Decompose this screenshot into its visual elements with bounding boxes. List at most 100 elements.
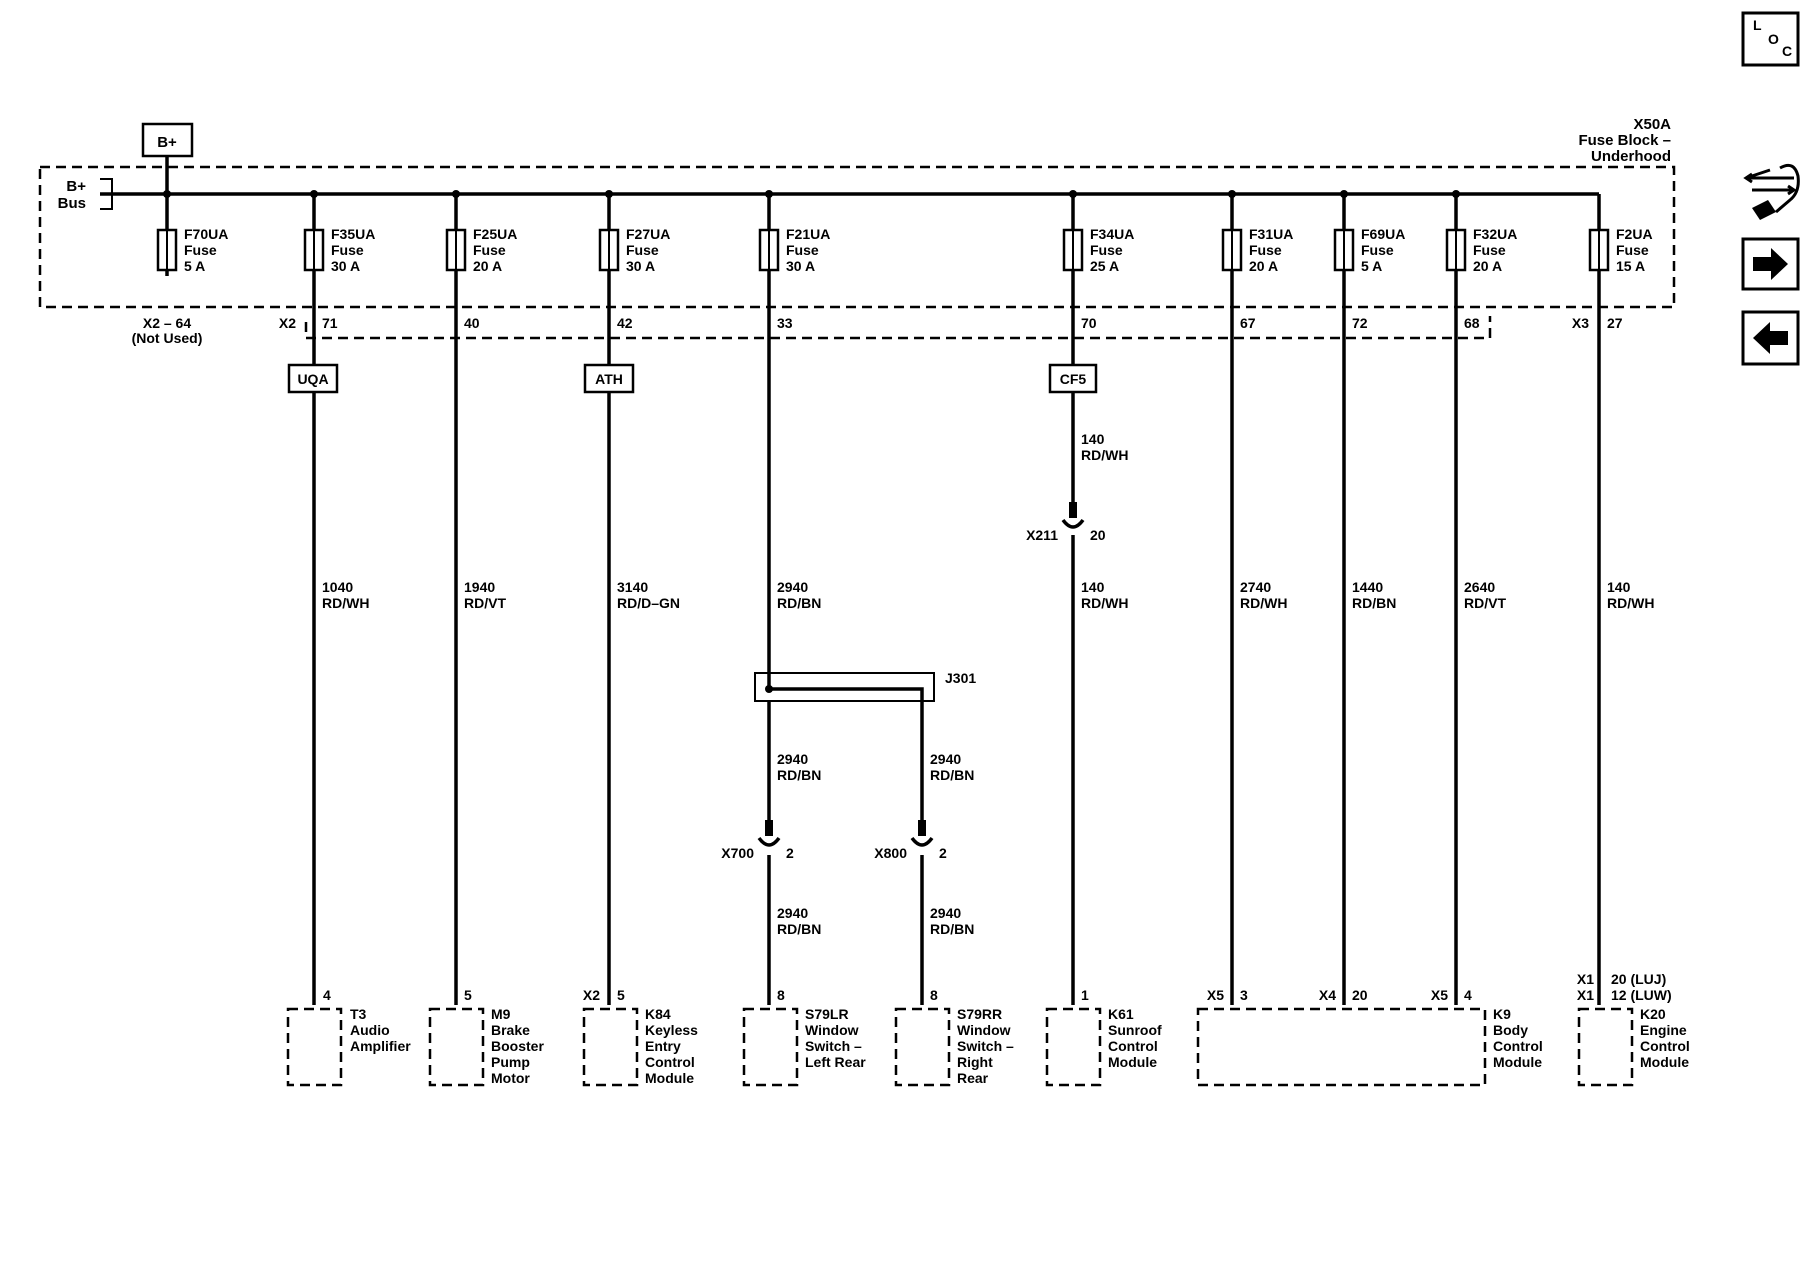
svg-text:25 A: 25 A (1090, 258, 1119, 274)
svg-text:42: 42 (617, 315, 633, 331)
component-k9-body-control-module: X5 3 X4 20 X5 4 K9 Body Control Module (1196, 987, 1543, 1087)
svg-text:2940: 2940 (930, 751, 961, 767)
svg-text:1940: 1940 (464, 579, 495, 595)
svg-text:5: 5 (617, 987, 625, 1003)
svg-text:Module: Module (1108, 1054, 1157, 1070)
svg-text:140: 140 (1607, 579, 1631, 595)
fuse-f70ua: F70UA Fuse 5 A X2 – 64 (Not Used) (132, 190, 228, 346)
wire-run-k9-x5-3: 2740 RD/WH (1230, 194, 1287, 1005)
wire-run-m9: 1940 RD/VT (454, 194, 506, 1005)
svg-text:X5: X5 (1431, 987, 1448, 1003)
splice-j301: J301 (754, 670, 976, 702)
fuse-f31ua: F31UA Fuse 20 A 67 (1221, 190, 1293, 331)
repair-tool-icon[interactable] (1743, 163, 1800, 220)
svg-text:S79RR: S79RR (957, 1006, 1002, 1022)
bus-label-line1: B+ (66, 178, 86, 195)
fuse-f2ua: F2UA Fuse 15 A X3 27 (1572, 226, 1653, 331)
arrow-right-icon[interactable] (1741, 237, 1800, 291)
svg-text:Fuse: Fuse (331, 242, 364, 258)
svg-text:2: 2 (939, 845, 947, 861)
svg-text:Rear: Rear (957, 1070, 989, 1086)
svg-text:Amplifier: Amplifier (350, 1038, 411, 1054)
svg-text:M9: M9 (491, 1006, 511, 1022)
svg-text:3140: 3140 (617, 579, 648, 595)
svg-text:Right: Right (957, 1054, 993, 1070)
svg-text:RD/WH: RD/WH (1607, 595, 1654, 611)
fuse-f35ua: F35UA Fuse 30 A X2 71 (279, 190, 375, 331)
svg-text:X2: X2 (279, 315, 296, 331)
svg-text:4: 4 (323, 987, 331, 1003)
svg-text:RD/WH: RD/WH (1240, 595, 1287, 611)
svg-text:S79LR: S79LR (805, 1006, 849, 1022)
component-k61-sunroof-control-module: 1 K61 Sunroof Control Module (1045, 987, 1162, 1087)
svg-text:20: 20 (1090, 527, 1106, 543)
svg-text:Fuse: Fuse (786, 242, 819, 258)
svg-text:8: 8 (930, 987, 938, 1003)
component-t3-audio-amplifier: 4 T3 Audio Amplifier (286, 987, 411, 1087)
svg-text:O: O (1768, 31, 1779, 47)
svg-text:33: 33 (777, 315, 793, 331)
svg-text:Switch –: Switch – (805, 1038, 862, 1054)
svg-text:Control: Control (645, 1054, 695, 1070)
inline-connector-x800: X800 2 (874, 820, 947, 861)
svg-text:1040: 1040 (322, 579, 353, 595)
svg-text:20: 20 (1352, 987, 1368, 1003)
svg-text:Sunroof: Sunroof (1108, 1022, 1162, 1038)
svg-text:RD/WH: RD/WH (1081, 447, 1128, 463)
svg-text:K61: K61 (1108, 1006, 1134, 1022)
loc-button[interactable]: L O C (1741, 11, 1800, 67)
svg-text:UQA: UQA (297, 371, 328, 387)
svg-text:Fuse: Fuse (1616, 242, 1649, 258)
svg-text:X800: X800 (874, 845, 907, 861)
fuse-block-name-line2: Underhood (1591, 148, 1671, 165)
fuse-block-id: X50A (1633, 116, 1671, 133)
svg-text:F27UA: F27UA (626, 226, 670, 242)
arrow-left-icon[interactable] (1741, 310, 1800, 366)
svg-text:4: 4 (1464, 987, 1472, 1003)
fuse-f21ua: F21UA Fuse 30 A 33 (758, 190, 830, 331)
svg-text:30 A: 30 A (626, 258, 655, 274)
svg-text:70: 70 (1081, 315, 1097, 331)
component-m9-brake-booster-pump-motor: 5 M9 Brake Booster Pump Motor (428, 987, 544, 1087)
svg-text:15 A: 15 A (1616, 258, 1645, 274)
svg-text:2940: 2940 (777, 905, 808, 921)
svg-text:J301: J301 (945, 670, 976, 686)
wire-run-k9-x4-20: 1440 RD/BN (1342, 194, 1396, 1005)
svg-text:RD/WH: RD/WH (322, 595, 369, 611)
svg-text:Pump: Pump (491, 1054, 530, 1070)
option-box-ath: ATH (583, 363, 635, 394)
svg-text:12 (LUW): 12 (LUW) (1611, 987, 1672, 1003)
svg-text:68: 68 (1464, 315, 1480, 331)
svg-text:K9: K9 (1493, 1006, 1511, 1022)
svg-text:X3: X3 (1572, 315, 1589, 331)
fuse-block-name-line1: Fuse Block – (1578, 132, 1671, 149)
svg-text:X4: X4 (1319, 987, 1336, 1003)
svg-text:Fuse: Fuse (1361, 242, 1394, 258)
svg-text:Window: Window (957, 1022, 1011, 1038)
svg-text:Control: Control (1108, 1038, 1158, 1054)
svg-text:5: 5 (464, 987, 472, 1003)
wire-run-k20: 140 RD/WH (1597, 194, 1654, 1005)
svg-text:72: 72 (1352, 315, 1368, 331)
wire-run-s79lr: 2940 RD/BN 2940 RD/BN (767, 701, 821, 1005)
svg-text:X5: X5 (1207, 987, 1224, 1003)
fuse-f27ua: F27UA Fuse 30 A 42 (598, 190, 670, 331)
svg-text:X211: X211 (1026, 527, 1058, 543)
svg-text:5 A: 5 A (1361, 258, 1382, 274)
svg-text:X2 – 64: X2 – 64 (143, 315, 191, 331)
svg-text:140: 140 (1081, 431, 1105, 447)
svg-text:RD/BN: RD/BN (777, 921, 821, 937)
fuse-block-outline (38, 165, 1676, 309)
svg-text:20 A: 20 A (1249, 258, 1278, 274)
inline-connector-x211: X211 20 (1026, 502, 1106, 543)
svg-text:Control: Control (1640, 1038, 1690, 1054)
svg-text:L: L (1753, 17, 1762, 33)
svg-text:RD/WH: RD/WH (1081, 595, 1128, 611)
svg-text:RD/BN: RD/BN (777, 595, 821, 611)
svg-text:Fuse: Fuse (1090, 242, 1123, 258)
svg-text:1: 1 (1081, 987, 1089, 1003)
svg-text:RD/BN: RD/BN (930, 767, 974, 783)
svg-text:F35UA: F35UA (331, 226, 375, 242)
x2-connector-outline (304, 316, 1492, 340)
